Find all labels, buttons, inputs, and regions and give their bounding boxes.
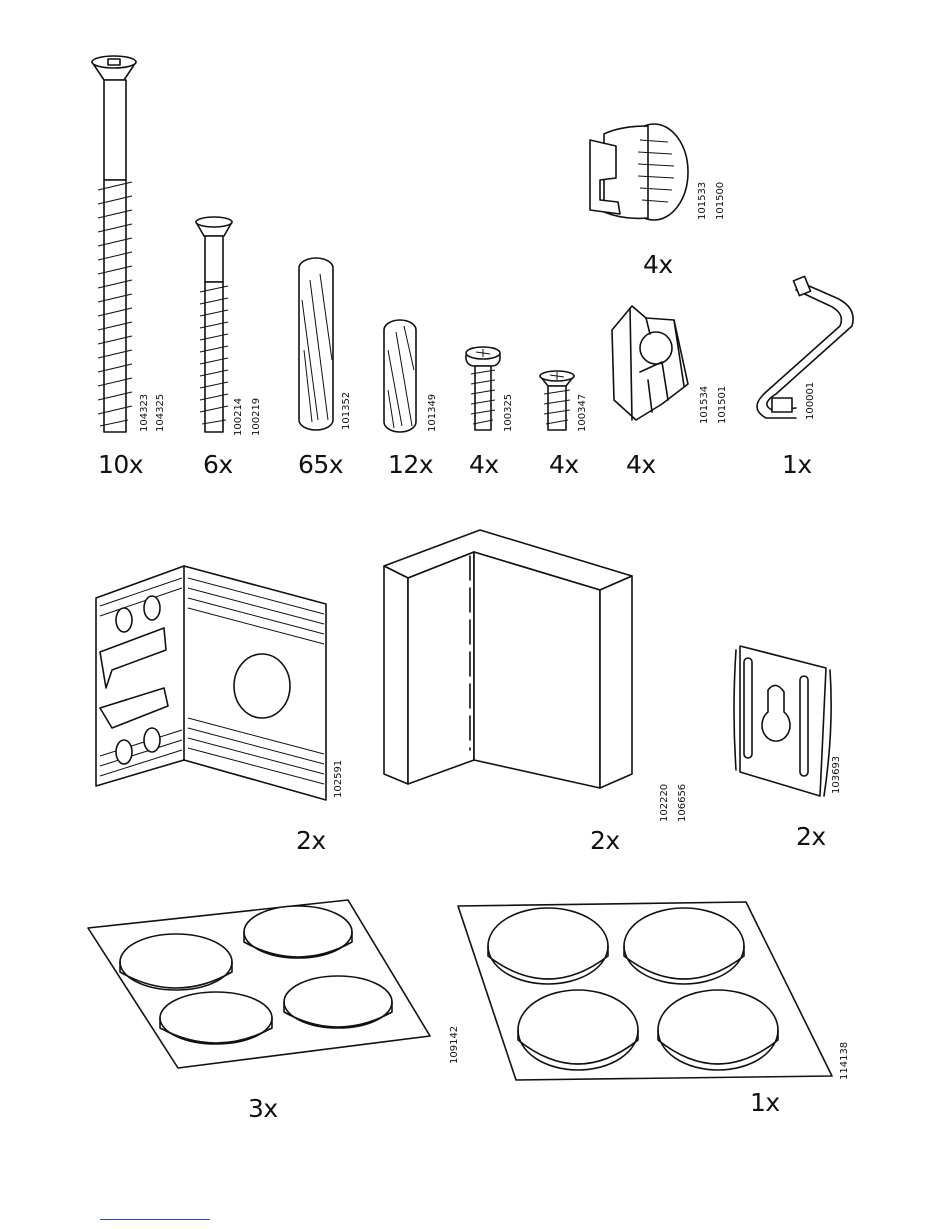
quantity-label: 1x <box>750 1090 780 1115</box>
footer-rule <box>100 1219 210 1220</box>
code-label: 114138 <box>840 1042 850 1080</box>
